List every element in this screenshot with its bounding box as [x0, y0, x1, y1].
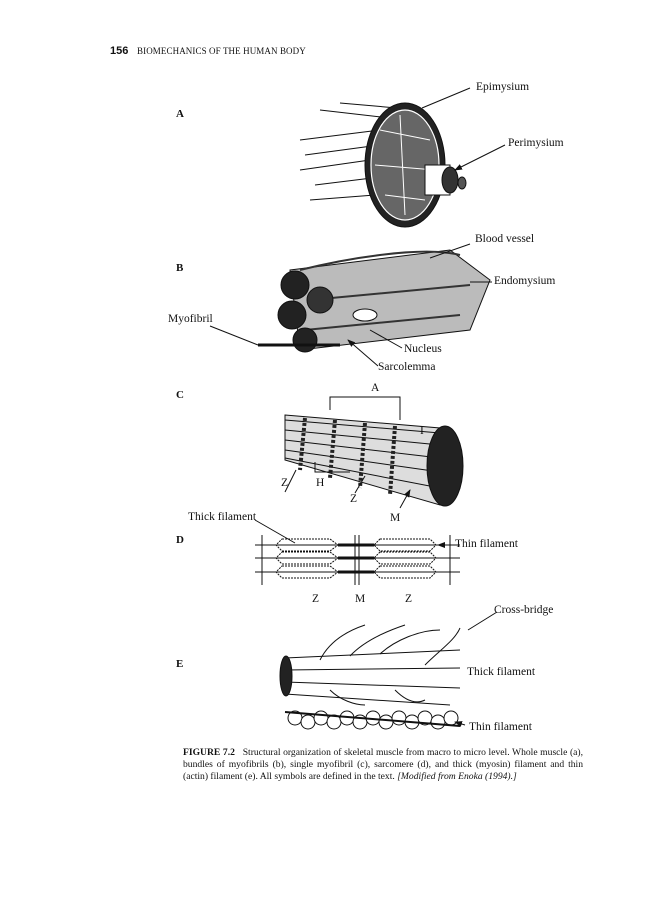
myofibril-bundle-drawing [209, 243, 492, 367]
label-endomysium: Endomysium [494, 275, 556, 287]
label-thick-filament: Thick filament [467, 666, 536, 678]
panel-label-a: A [176, 108, 184, 120]
figure-caption: FIGURE 7.2 Structural organization of sk… [183, 747, 583, 783]
running-head: BIOMECHANICS OF THE HUMAN BODY [137, 46, 306, 56]
label-thick-filament: Thick filament [188, 511, 257, 523]
sarcomere-drawing [254, 519, 460, 585]
label-z-line: Z [312, 593, 320, 605]
label-m-line: M [355, 593, 366, 605]
label-thin-filament: Thin filament [469, 721, 532, 733]
whole-muscle-drawing [299, 87, 506, 228]
label-nucleus: Nucleus [404, 343, 442, 355]
caption-source: [Modified from Enoka (1994).] [397, 771, 517, 782]
caption-text: Structural organization of skeletal musc… [183, 747, 583, 782]
label-z-line: Z [281, 477, 289, 489]
label-sarcolemma: Sarcolemma [378, 361, 436, 373]
label-cross-bridge: Cross-bridge [494, 604, 554, 616]
label-blood-vessel: Blood vessel [475, 233, 535, 245]
page-number: 156 [110, 45, 129, 57]
single-myofibril-drawing [284, 396, 464, 509]
label-epimysium: Epimysium [476, 81, 530, 93]
label-myofibril: Myofibril [168, 313, 213, 325]
panel-label-b: B [176, 262, 184, 274]
panel-label-c: C [176, 389, 184, 401]
panel-label-e: E [176, 658, 184, 670]
label-z-line: Z [405, 593, 413, 605]
label-perimysium: Perimysium [508, 137, 564, 149]
caption-label: FIGURE 7.2 [183, 747, 235, 758]
panel-label-d: D [176, 534, 184, 546]
filaments-drawing [279, 611, 498, 729]
label-thin-filament: Thin filament [455, 538, 518, 550]
label-h-zone: H [316, 477, 325, 489]
label-z-line: Z [350, 493, 358, 505]
label-i-band: I [420, 425, 424, 437]
label-m-line: M [390, 512, 401, 524]
label-a-band: A [371, 382, 380, 394]
